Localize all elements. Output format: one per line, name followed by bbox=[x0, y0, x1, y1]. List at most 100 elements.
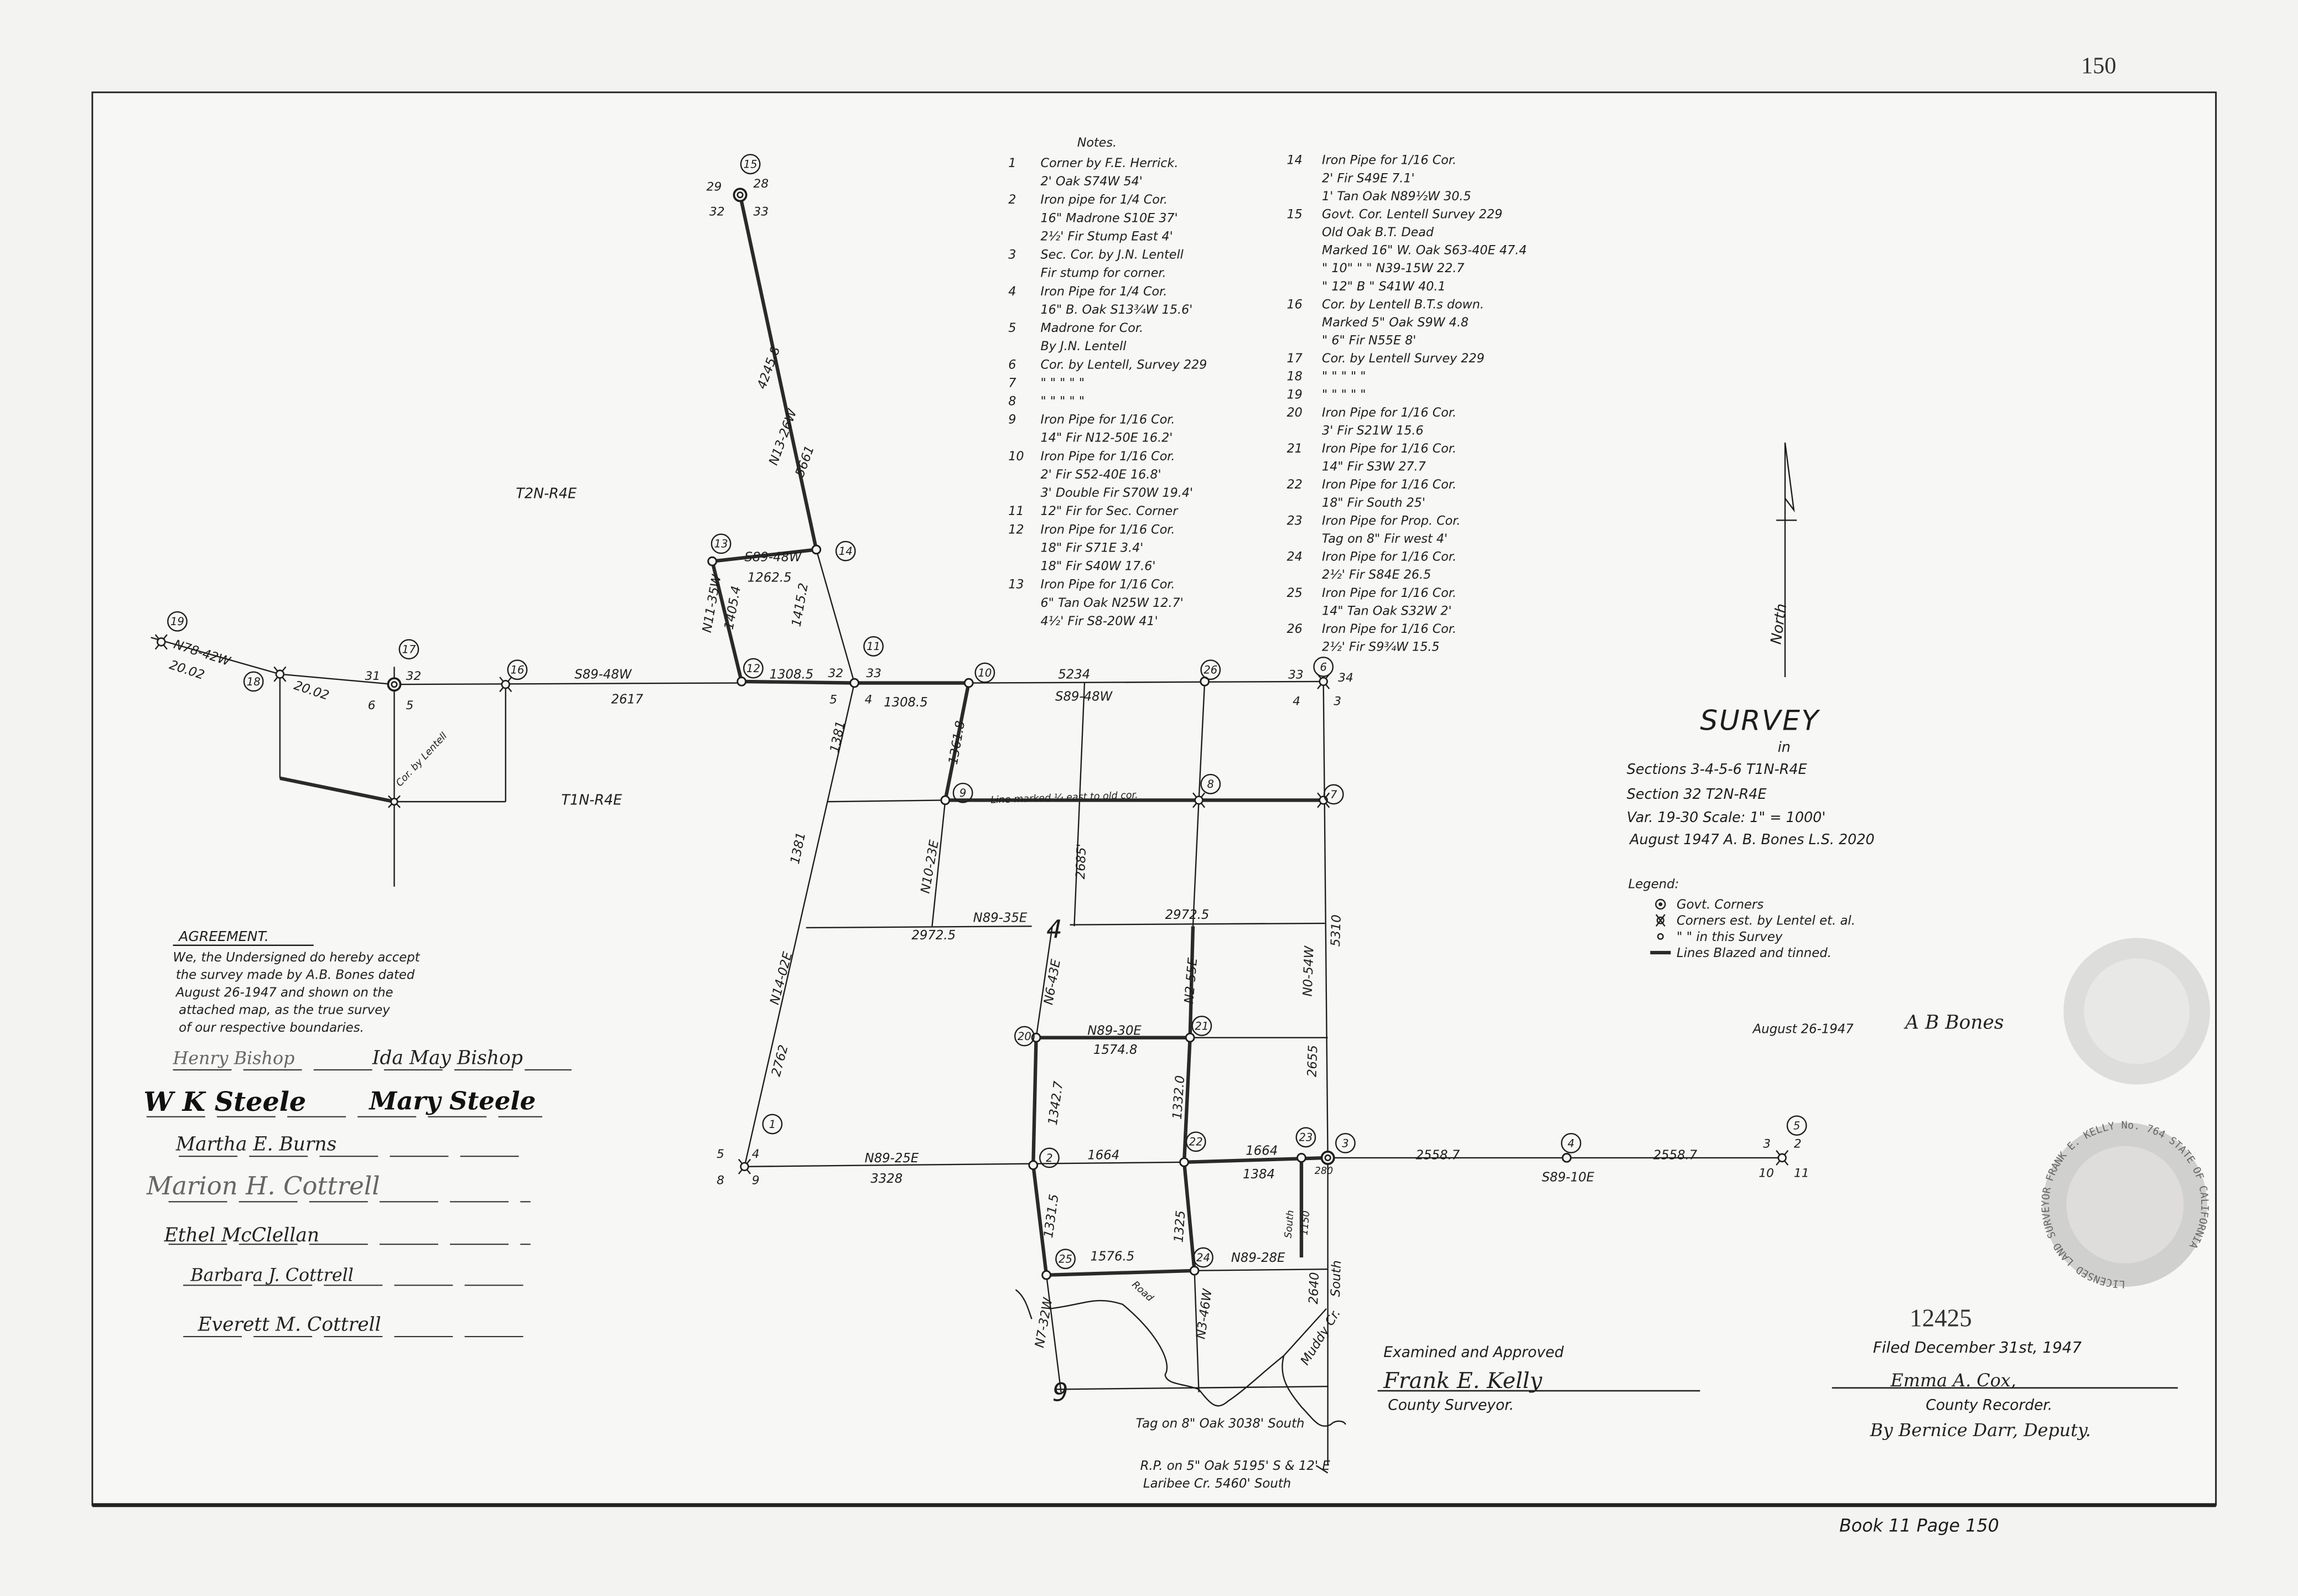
county-recorder-title: County Recorder. bbox=[1926, 1397, 2052, 1414]
govt-corner-icon bbox=[387, 677, 402, 692]
section-number: 28 bbox=[753, 177, 769, 191]
survey-line bbox=[968, 680, 1324, 684]
map-label: 1664 bbox=[1246, 1144, 1278, 1158]
map-label: N89-35E bbox=[973, 911, 1028, 925]
corner-number-label: 26 bbox=[1200, 659, 1221, 680]
corner-number-label: 19 bbox=[167, 611, 188, 632]
note-text: Iron pipe for 1/4 Cor. bbox=[1041, 193, 1168, 207]
note-text: " 12" B " S41W 40.1 bbox=[1322, 279, 1446, 294]
note-text: Tag on 8" Fir west 4' bbox=[1322, 532, 1448, 546]
section-number: 31 bbox=[365, 669, 381, 683]
corner-number-label: 22 bbox=[1185, 1131, 1206, 1152]
corner-number: 6 bbox=[1320, 661, 1326, 673]
corner-number: 8 bbox=[1207, 778, 1214, 791]
corner-number: 16 bbox=[510, 664, 524, 677]
note-text: Govt. Cor. Lentell Survey 229 bbox=[1322, 207, 1502, 221]
survey-line bbox=[1045, 1275, 1062, 1392]
note-text: 2½' Fir Stump East 4' bbox=[1041, 229, 1173, 243]
map-label: S89-48W bbox=[744, 550, 802, 565]
corner-number-circle-icon bbox=[1295, 1127, 1316, 1148]
section-number: 4 bbox=[752, 1147, 760, 1161]
map-label: S89-48W bbox=[574, 668, 632, 682]
note-text: " " " " " bbox=[1322, 387, 1366, 402]
section-number: 11 bbox=[1794, 1166, 1809, 1180]
map-label: 1384 bbox=[1243, 1167, 1275, 1182]
county-surveyor-seal: LICENSED LAND SURVEYOR FRANK E. KELLY No… bbox=[2040, 1120, 2211, 1290]
note-text: 2' Fir S52-40E 16.8' bbox=[1041, 467, 1161, 482]
note-text: 18" Fir S71E 3.4' bbox=[1041, 540, 1144, 555]
note-text: " 10" " " N39-15W 22.7 bbox=[1322, 261, 1464, 275]
corner-number-circle-icon bbox=[1039, 1147, 1060, 1168]
corner-number: 15 bbox=[744, 158, 758, 171]
section-number: 32 bbox=[406, 669, 422, 683]
note-number: 16 bbox=[1287, 297, 1302, 311]
corner-number-label: 11 bbox=[863, 636, 884, 657]
map-label: 1664 bbox=[1087, 1148, 1119, 1163]
corner-number-circle-icon bbox=[740, 154, 761, 175]
note-text: Iron Pipe for Prop. Cor. bbox=[1322, 513, 1460, 528]
note-text: Iron Pipe for 1/16 Cor. bbox=[1322, 441, 1456, 456]
corner-number-label: 12 bbox=[743, 658, 764, 679]
note-text: 14" Fir N12-50E 16.2' bbox=[1041, 431, 1173, 445]
note-text: 14" Tan Oak S32W 2' bbox=[1322, 604, 1452, 618]
map-label: 2655 bbox=[1305, 1045, 1320, 1078]
note-text: 16" B. Oak S13¾W 15.6' bbox=[1041, 303, 1193, 317]
filing-block: 12425 Filed December 31st, 1947 Emma A. … bbox=[1832, 1304, 2178, 1441]
muddy-creek-path bbox=[1282, 1308, 1346, 1427]
note-number: 25 bbox=[1287, 586, 1302, 600]
survey-corner-icon bbox=[1562, 1153, 1572, 1163]
note-number: 4 bbox=[1008, 284, 1016, 299]
map-label: 1308.5 bbox=[884, 695, 928, 710]
title-block: SURVEY in Sections 3-4-5-6 T1N-R4E Secti… bbox=[1627, 704, 1875, 848]
note-text: 4½' Fir S8-20W 41' bbox=[1041, 614, 1158, 628]
survey-line bbox=[1192, 800, 1200, 927]
blazed-survey-line bbox=[1182, 1037, 1192, 1162]
corner-number-label: 3 bbox=[1335, 1132, 1356, 1153]
corner-number-label: 6 bbox=[1313, 656, 1334, 677]
map-label: N89-28E bbox=[1231, 1251, 1285, 1265]
legend: Legend: Govt. Corners Corners est. by Le… bbox=[1628, 877, 1855, 960]
corner-number: 9 bbox=[959, 787, 966, 799]
corner-number-label: 17 bbox=[398, 639, 419, 660]
note-text: Iron Pipe for 1/16 Cor. bbox=[1041, 449, 1175, 464]
map-label: T2N-R4E bbox=[516, 485, 577, 502]
feature-paths bbox=[1015, 1289, 1346, 1474]
section-number: 9 bbox=[752, 1174, 760, 1188]
note-text: Iron Pipe for 1/16 Cor. bbox=[1041, 578, 1175, 592]
survey-corner-icon bbox=[940, 795, 951, 805]
note-text: Iron Pipe for 1/16 Cor. bbox=[1322, 406, 1456, 420]
corner-number: 4 bbox=[1568, 1137, 1574, 1150]
note-number: 9 bbox=[1008, 413, 1016, 427]
corner-number-circle-icon bbox=[1055, 1249, 1076, 1270]
agreement-text-line: attached map, as the true survey bbox=[179, 1003, 390, 1017]
survey-line bbox=[1070, 922, 1325, 926]
map-label: 2617 bbox=[611, 693, 643, 707]
corner-number: 17 bbox=[402, 643, 416, 656]
corner-number-circle-icon bbox=[743, 658, 764, 679]
corner-number-circle-icon bbox=[167, 611, 188, 632]
approval-block: Examined and Approved Frank E. Kelly Cou… bbox=[1377, 1344, 1700, 1414]
survey-line bbox=[1198, 681, 1206, 800]
corner-number-label: 9 bbox=[952, 782, 973, 803]
corner-number-circle-icon bbox=[243, 671, 264, 692]
corner-number-label: 13 bbox=[710, 533, 732, 554]
corner-number-label: 18 bbox=[243, 671, 264, 692]
corner-number-label: 7 bbox=[1323, 784, 1344, 805]
note-text: By J.N. Lentell bbox=[1041, 339, 1127, 353]
corner-number: 7 bbox=[1330, 788, 1337, 801]
survey-line bbox=[828, 799, 946, 803]
map-label: 2685' bbox=[1073, 844, 1089, 880]
north-arrow-head-icon bbox=[1784, 442, 1795, 513]
note-number: 6 bbox=[1008, 357, 1016, 372]
note-text: Iron Pipe for 1/16 Cor. bbox=[1322, 550, 1456, 564]
survey-corner-icon bbox=[1041, 1270, 1051, 1280]
lentell-corner-icon bbox=[154, 634, 168, 650]
section-number: 33 bbox=[866, 667, 881, 680]
section-number: 5 bbox=[406, 699, 414, 713]
map-label: South bbox=[1329, 1260, 1344, 1297]
survey-corner-icon bbox=[707, 556, 718, 566]
survey-section32-line: Section 32 T2N-R4E bbox=[1627, 786, 1767, 802]
corner-number-circle-icon bbox=[1323, 784, 1344, 805]
map-label: 1150 bbox=[1299, 1210, 1313, 1236]
